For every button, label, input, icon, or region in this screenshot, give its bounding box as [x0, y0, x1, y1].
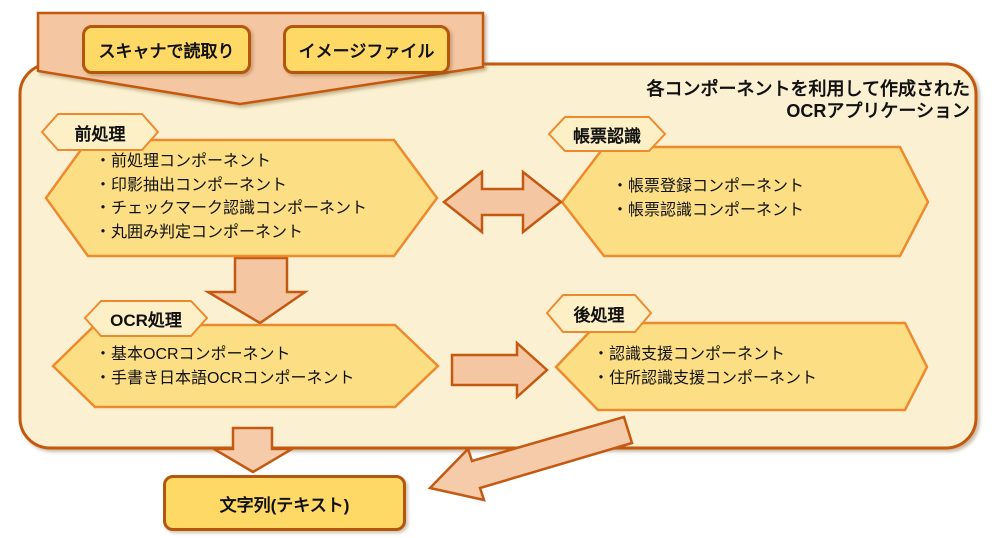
arrow-ocr-to-post — [450, 340, 549, 400]
list-item: ・印影抽出コンポーネント — [95, 176, 288, 194]
label-hexagon-ocr-processing — [83, 300, 209, 337]
label-hexagon-post-processing — [545, 294, 653, 333]
arrow-post-to-text-output — [427, 415, 634, 502]
list-item: ・基本OCRコンポーネント — [95, 346, 291, 363]
label-hexagon-form-recognition — [547, 116, 667, 152]
preprocess-component-list: ・前処理コンポーネント ・印影抽出コンポーネント ・チェックマーク認識コンポーネ… — [95, 150, 367, 244]
form-recognition-component-list: ・帳票登録コンポーネント ・帳票認識コンポーネント — [612, 175, 804, 222]
input-box-image-file-label: イメージファイル — [298, 42, 435, 61]
list-item: ・帳票認識コンポーネント — [612, 201, 805, 219]
list-item: ・帳票登録コンポーネント — [612, 178, 805, 195]
label-form-recognition: 帳票認識 — [573, 126, 641, 146]
arrow-to-text-output — [209, 426, 297, 474]
list-item: ・前処理コンポーネント — [95, 153, 272, 170]
label-ocr-processing: OCR処理 — [110, 311, 182, 330]
caption-line-2: OCRアプリケーション — [786, 101, 970, 121]
text-output-box: 文字列(テキスト) — [163, 475, 406, 531]
list-item: ・丸囲み判定コンポーネント — [95, 223, 304, 241]
list-item: ・手書き日本語OCRコンポーネント — [95, 369, 355, 387]
ocr-processing-component-list: ・基本OCRコンポーネント ・手書き日本語OCRコンポーネント — [95, 343, 355, 390]
input-box-image-file: イメージファイル — [283, 25, 450, 74]
arrow-preprocess-to-ocr — [203, 256, 310, 325]
caption-line-1: 各コンポーネントを利用して作成された — [646, 79, 970, 99]
list-item: ・認識支援コンポーネント — [593, 346, 786, 363]
list-item: ・住所認識支援コンポーネント — [593, 369, 818, 387]
input-box-scanner-label: スキャナで読取り — [98, 42, 235, 61]
label-hexagon-preprocess — [40, 113, 160, 151]
input-box-scanner: スキャナで読取り — [82, 25, 251, 74]
arrow-preprocess-form-bidirectional — [441, 169, 564, 235]
label-post-processing: 後処理 — [573, 306, 625, 325]
text-output-label: 文字列(テキスト) — [219, 495, 350, 515]
label-preprocess: 前処理 — [74, 124, 126, 144]
list-item: ・チェックマーク認識コンポーネント — [95, 200, 368, 217]
container-caption: 各コンポーネントを利用して作成された OCRアプリケーション — [560, 78, 970, 122]
post-processing-component-list: ・認識支援コンポーネント ・住所認識支援コンポーネント — [593, 343, 817, 390]
